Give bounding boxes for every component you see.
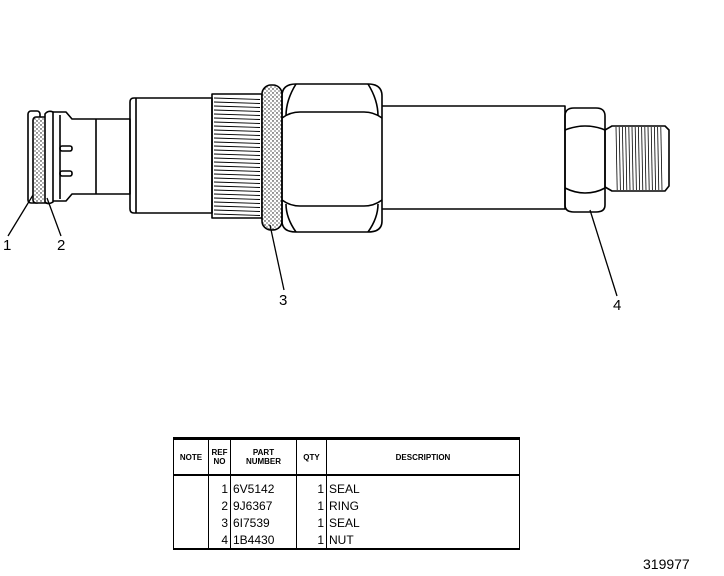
callout-1: 1 — [3, 237, 12, 254]
cell-note — [173, 475, 209, 497]
cell-description: SEAL — [326, 514, 520, 531]
part-assembly-drawing — [7, 83, 670, 297]
cell-part-number: 6I7539 — [230, 514, 297, 531]
header-qty: QTY — [296, 437, 327, 476]
table-row: 4 1B4430 1 NUT — [173, 531, 520, 550]
cell-qty: 1 — [296, 514, 327, 531]
callout-2: 2 — [57, 237, 66, 254]
cell-qty: 1 — [296, 475, 327, 497]
callout-4: 4 — [613, 297, 622, 314]
o-ring — [261, 84, 283, 231]
cell-note — [173, 531, 209, 550]
cell-part-number: 1B4430 — [230, 531, 297, 550]
cell-ref: 3 — [208, 514, 231, 531]
figure-number: 319977 — [643, 556, 690, 572]
cell-qty: 1 — [296, 531, 327, 550]
callout-3: 3 — [279, 292, 288, 309]
table-row: 3 6I7539 1 SEAL — [173, 514, 520, 531]
cell-note — [173, 514, 209, 531]
hex-nut-small — [564, 107, 606, 213]
cell-note — [173, 497, 209, 514]
tube-section — [382, 105, 566, 210]
cell-description: NUT — [326, 531, 520, 550]
cell-ref: 2 — [208, 497, 231, 514]
hex-nut-large — [281, 83, 383, 233]
cell-part-number: 9J6367 — [230, 497, 297, 514]
header-description: DESCRIPTION — [326, 437, 520, 476]
cell-part-number: 6V5142 — [230, 475, 297, 497]
valve-body — [129, 97, 213, 214]
end-seal — [27, 110, 54, 205]
thread-section — [211, 93, 263, 219]
table-row: 1 6V5142 1 SEAL — [173, 475, 520, 497]
table-row: 2 9J6367 1 RING — [173, 497, 520, 514]
cell-description: SEAL — [326, 475, 520, 497]
threaded-fitting — [604, 125, 670, 192]
cell-ref: 4 — [208, 531, 231, 550]
header-note: NOTE — [173, 437, 209, 476]
spool-stem — [53, 111, 131, 202]
cell-ref: 1 — [208, 475, 231, 497]
cell-qty: 1 — [296, 497, 327, 514]
leader-lines — [7, 194, 618, 297]
cell-description: RING — [326, 497, 520, 514]
